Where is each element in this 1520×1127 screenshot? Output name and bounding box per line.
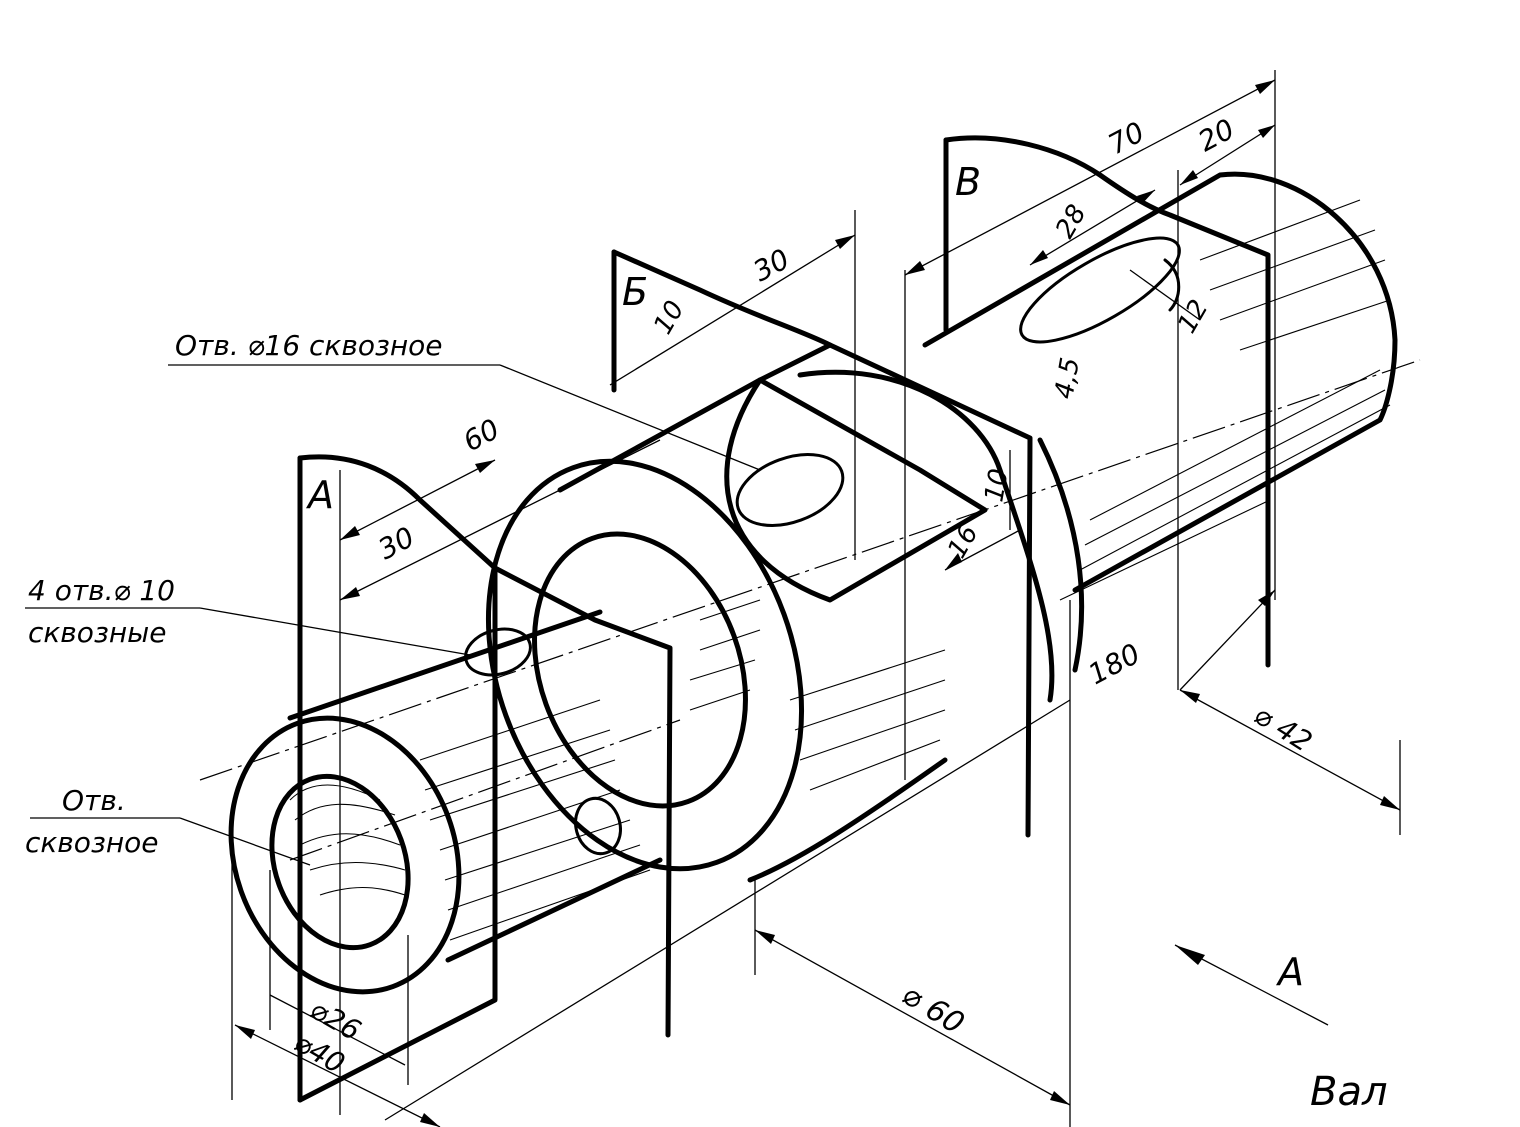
dim-180: 180 (1083, 637, 1146, 691)
plane-b-label: Б (622, 270, 648, 314)
dim-10-right: 10 (979, 466, 1014, 504)
dim-30-top: 30 (748, 242, 795, 288)
right-shaft (922, 171, 1398, 673)
plane-v-label: В (955, 160, 981, 204)
dim-60: 60 (458, 412, 505, 458)
view-arrow-a-label: A (1275, 950, 1304, 994)
drawing-title: Вал (1310, 1069, 1388, 1115)
dim-10-b: 10 (648, 296, 691, 340)
dim-diameter-42: ⌀ 42 (1248, 698, 1318, 759)
note-hole16: Отв. ⌀16 сквозное (175, 329, 443, 362)
note-bore-line1: Отв. (62, 784, 126, 817)
dim-4-5: 4,5 (1049, 355, 1086, 401)
plane-a-label: А (305, 473, 334, 517)
middle-large-collar (485, 342, 1055, 883)
dim-30-left: 30 (373, 520, 420, 566)
left-hollow-shaft (228, 609, 663, 995)
note-holes4-line2: сквозные (28, 616, 166, 649)
cutting-plane-v (943, 135, 1271, 668)
dim-70: 70 (1103, 115, 1150, 161)
note-bore-line2: сквозное (25, 826, 159, 859)
arrowheads (235, 80, 1400, 1127)
dim-16: 16 (942, 520, 985, 564)
cutting-plane-b (492, 249, 1033, 1038)
note-holes4-line1: 4 отв.⌀ 10 (28, 574, 175, 607)
cutting-plane-a (297, 454, 498, 1115)
dimension-lines (25, 70, 1401, 1127)
dim-diameter-60: ⌀ 60 (896, 977, 970, 1042)
center-lines (199, 359, 1421, 861)
dim-28: 28 (1050, 200, 1093, 244)
